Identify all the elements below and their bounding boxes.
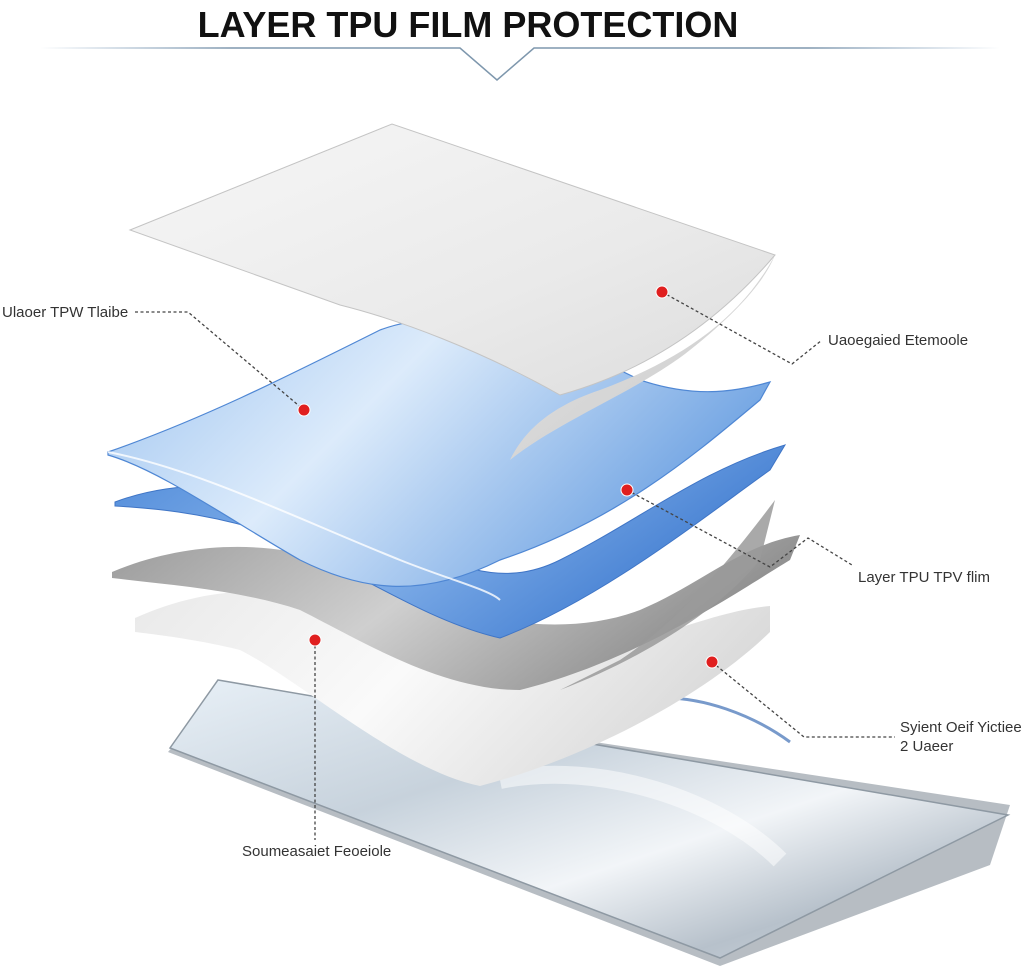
adhesive-layer	[135, 591, 770, 786]
title-rule	[40, 47, 1000, 81]
marker-mid-right	[620, 483, 634, 497]
marker-lower-right	[705, 655, 719, 669]
base-glass-layer	[168, 679, 1011, 966]
label-top-right: Uaoegaied Etemoole	[828, 332, 968, 349]
leader-lower-right	[711, 661, 895, 738]
leader-top-right	[661, 291, 823, 365]
marker-bottom	[308, 633, 322, 647]
label-bottom: Soumeasaiet Feoeiole	[242, 843, 391, 860]
leader-top-left	[135, 311, 305, 411]
label-lower-right-line2: 2 Uaeer	[900, 738, 953, 755]
label-mid-right: Layer TPU TPV flim	[858, 569, 990, 586]
tpu-upper-layer	[107, 318, 772, 601]
label-top-left: Ulaoer TPW Tlaibe	[2, 304, 128, 321]
top-protective-sheet	[128, 123, 776, 460]
page-title: LAYER TPU FILM PROTECTION	[198, 4, 739, 45]
marker-top-right	[655, 285, 669, 299]
marker-top-left	[297, 403, 311, 417]
label-lower-right-line1: Syient Oeif Yictiee	[900, 719, 1022, 736]
